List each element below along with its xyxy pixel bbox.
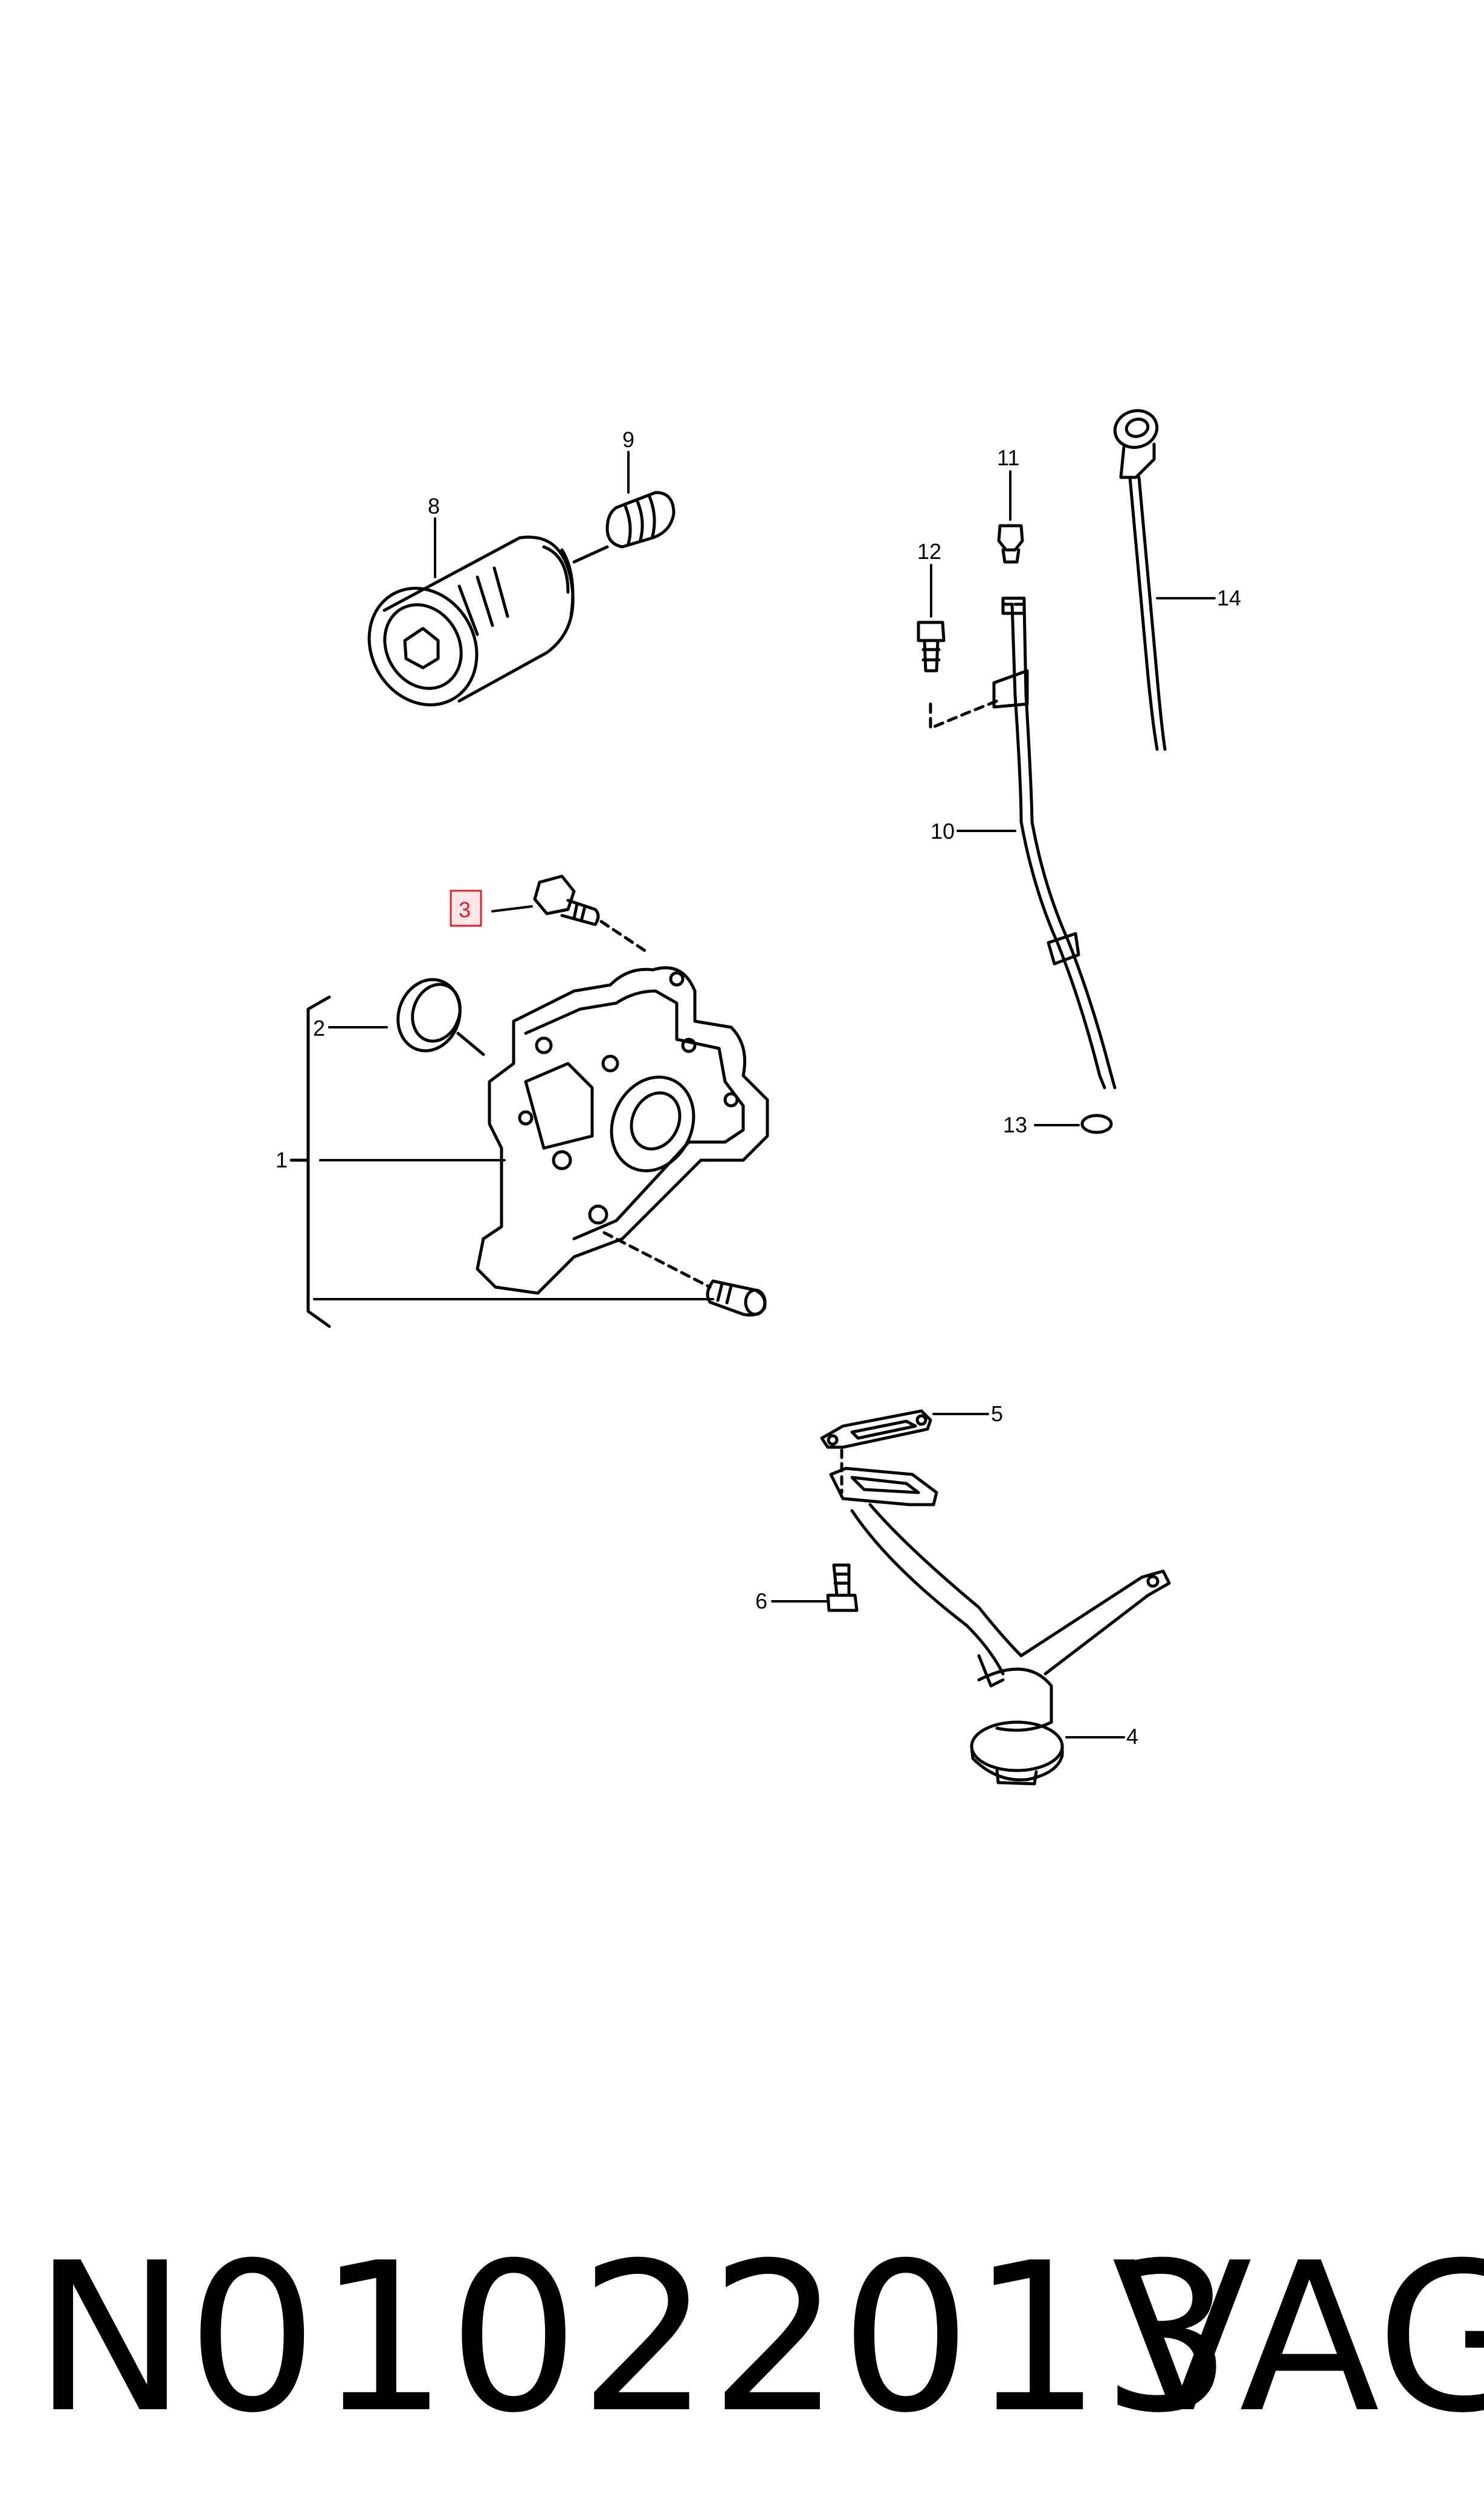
guide-tube-bolt bbox=[917, 621, 946, 673]
callout-6[interactable]: 6 bbox=[755, 1589, 767, 1613]
bracket-1 bbox=[306, 995, 331, 1328]
oil-pump-seal bbox=[396, 978, 462, 1053]
oil-pickup-pipe bbox=[829, 1467, 1171, 1786]
guide-tube-plug bbox=[997, 524, 1024, 564]
leader-line-3 bbox=[491, 905, 533, 912]
oil-pump-bolt bbox=[533, 874, 600, 926]
callout-4[interactable]: 4 bbox=[1126, 1724, 1138, 1749]
dipstick bbox=[1113, 409, 1167, 751]
leader-line-12-to-tube bbox=[929, 699, 999, 730]
leader-line-lower-bolt bbox=[602, 1231, 712, 1289]
callout-12[interactable]: 12 bbox=[917, 539, 941, 564]
leader-line-2-to-pump bbox=[456, 1031, 485, 1056]
oil-filter bbox=[367, 535, 575, 706]
leader-line-9-to-8 bbox=[572, 545, 609, 564]
callout-8[interactable]: 8 bbox=[428, 494, 440, 518]
leader-line-3-to-pump bbox=[599, 920, 648, 954]
pickup-pipe-bolt bbox=[826, 1563, 859, 1612]
callout-13[interactable]: 13 bbox=[1003, 1112, 1027, 1137]
brand-label: VAG bbox=[1112, 2219, 1484, 2458]
oil-pump-lower-bolt bbox=[706, 1279, 767, 1317]
callout-2[interactable]: 2 bbox=[313, 1016, 325, 1041]
callout-14[interactable]: 14 bbox=[1217, 586, 1241, 610]
guide-tube-o-ring bbox=[1080, 1114, 1113, 1134]
callout-5[interactable]: 5 bbox=[991, 1401, 1003, 1426]
oil-pump-housing bbox=[476, 966, 769, 1295]
callout-3-highlight-box[interactable] bbox=[450, 889, 482, 927]
callout-9[interactable]: 9 bbox=[622, 427, 634, 452]
pickup-pipe-gasket bbox=[820, 1409, 932, 1449]
part-number-label: N01022013 bbox=[33, 2219, 1233, 2458]
callout-3[interactable]: 3 bbox=[459, 897, 471, 922]
callout-10[interactable]: 10 bbox=[931, 819, 955, 844]
dipstick-guide-tube bbox=[992, 596, 1117, 1090]
oil-filter-plug bbox=[605, 491, 676, 549]
callout-1[interactable]: 1 bbox=[276, 1148, 288, 1172]
callout-11[interactable]: 11 bbox=[997, 445, 1019, 470]
